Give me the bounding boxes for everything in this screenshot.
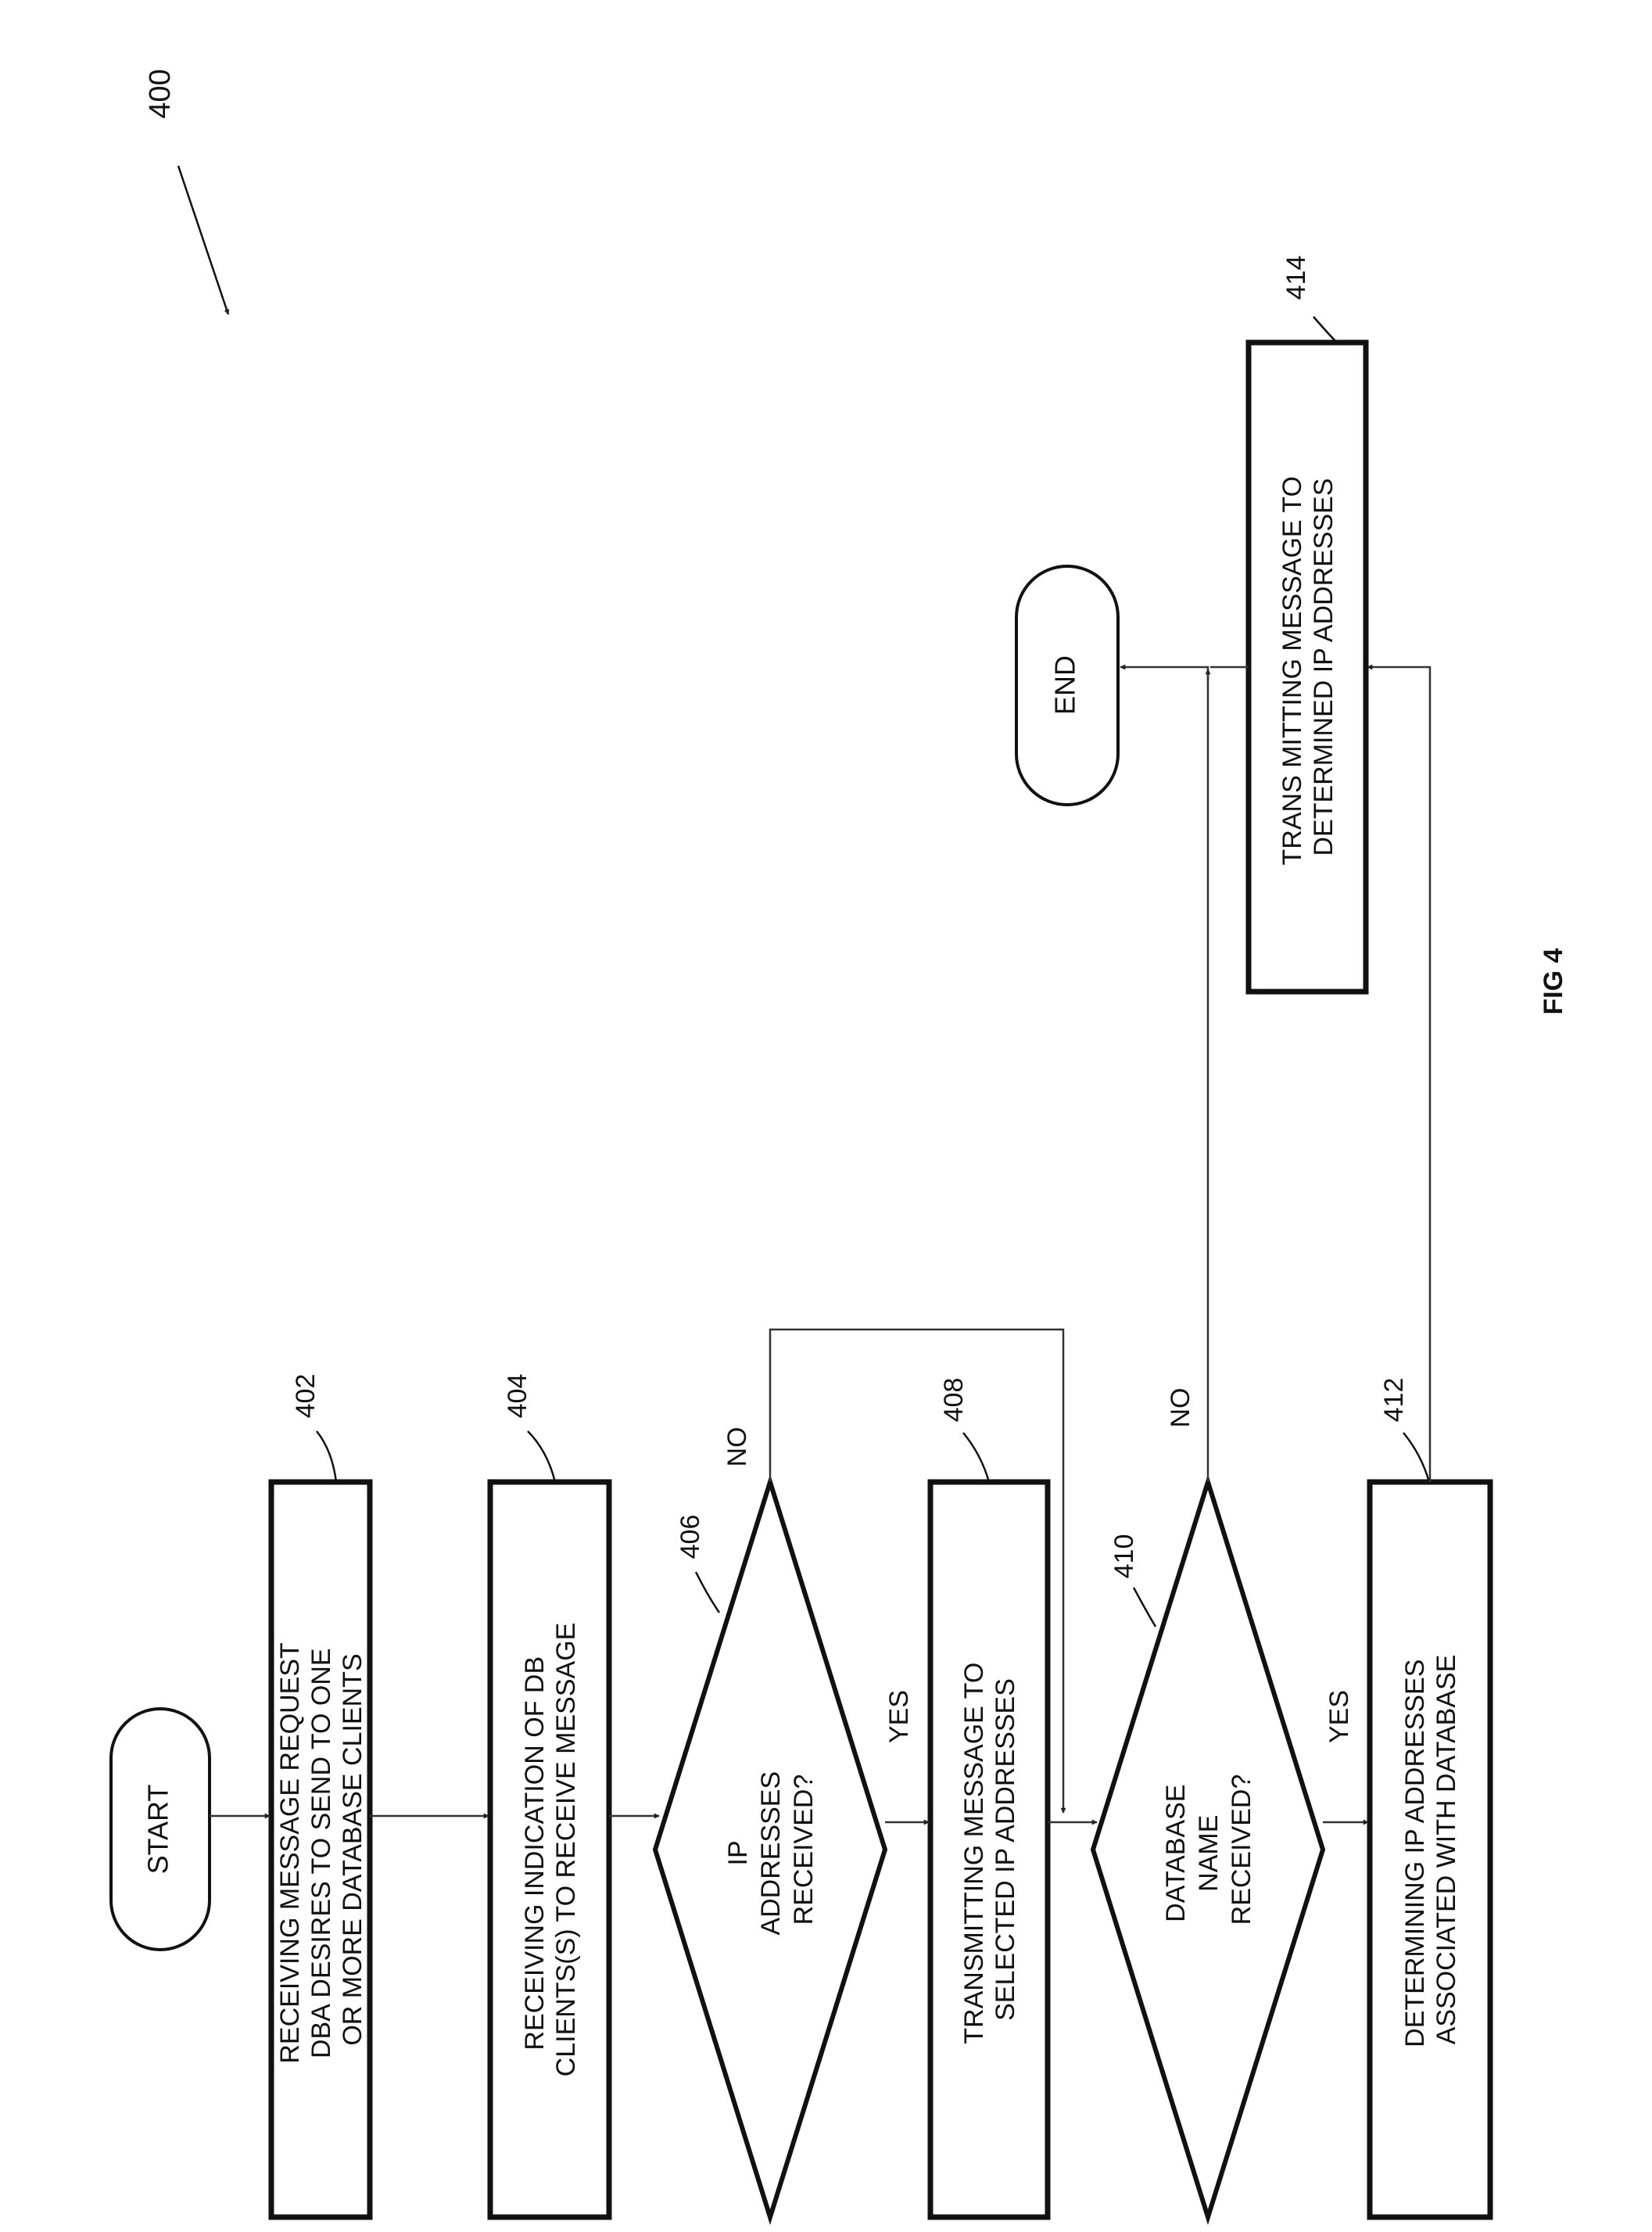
decision-410-diamond: DATABASE NAME RECEIVED? [1090,1473,1326,2226]
step-414-line-1: TRANS MITTING MESSAGE TO [1278,476,1307,865]
svg-text:TRANSMITTING MESSAGE TO: TRANSMITTING MESSAGE TO SELECTED IP ADDR… [959,1655,1020,2044]
svg-text:TRANS MITTING MESSAGE TO: TRANS MITTING MESSAGE TO DETERMINED IP A… [1278,469,1338,866]
step-414-ref: 414 [1281,256,1311,300]
start-label: START [142,1785,174,1875]
step-414-ref-leader [1313,316,1338,343]
decision-410-ref: 410 [1109,1534,1139,1579]
connector-412-to-414 [1367,664,1432,1482]
decision-406-yes-label: YES [884,1690,914,1743]
decision-406-line-1: IP [723,1841,753,1866]
step-404-ref-leader [527,1430,557,1483]
end-terminal: END [1015,565,1120,806]
decision-410-line-3: RECEIVED? [1227,1774,1256,1925]
figure-pointer-arrow [177,165,230,315]
connector-406-no-to-410 [769,1328,1066,1814]
svg-text:RECEIVING INDICATION OF DB: RECEIVING INDICATION OF DB CLIENTS(S) TO… [520,1623,581,2077]
step-408-ref: 408 [939,1378,969,1423]
connector-410-no-to-end [1120,664,1209,1482]
step-402-ref: 402 [291,1374,321,1419]
step-412-line-1: DETERMINING IP ADDRESSES [1400,1660,1430,2047]
step-412-ref-leader [1403,1432,1431,1483]
step-404-line-2: CLIENTS(S) TO RECEIVE MESSAGE [551,1623,581,2077]
step-408-ref-leader [962,1432,991,1483]
step-412-box: DETERMINING IP ADDRESSES ASSOCIATED WITH… [1367,1479,1493,2220]
step-402-line-3: OR MORE DATABASE CLIENTS [338,1653,367,2045]
decision-410-no-label: NO [1166,1388,1195,1428]
figure-number-label: 400 [144,69,177,118]
step-402-ref-leader [316,1430,338,1483]
decision-406-line-3: RECEIVED? [789,1774,819,1925]
step-404-box: RECEIVING INDICATION OF DB CLIENTS(S) TO… [487,1479,612,2220]
step-408-line-1: TRANSMITTING MESSAGE TO [959,1663,989,2044]
end-label: END [1049,655,1081,715]
decision-406-no-label: NO [722,1427,752,1467]
decision-410-yes-label: YES [1324,1690,1354,1743]
svg-text:RECEIVING MESSAGE REQUEST: RECEIVING MESSAGE REQUEST DBA DESIRES TO… [275,1635,367,2063]
step-414-line-2: DETERMINED IP ADDRESSES [1309,478,1338,856]
step-412-ref: 412 [1379,1378,1409,1423]
step-412-line-2: ASSOCIATED WITH DATABASE [1432,1655,1461,2045]
step-414-box: TRANS MITTING MESSAGE TO DETERMINED IP A… [1245,339,1369,995]
step-408-box: TRANSMITTING MESSAGE TO SELECTED IP ADDR… [927,1479,1051,2220]
start-terminal: START [109,1707,211,1951]
svg-text:IP ADDRESSES RECEI: IP ADDRESSES RECEIVED? [723,1764,819,1935]
step-402-line-1: RECEIVING MESSAGE REQUEST [275,1643,305,2064]
figure-caption: FIG 4 [1539,948,1568,1014]
decision-406-ref-leader [694,1571,721,1613]
decision-406-diamond: IP ADDRESSES RECEIVED? [652,1473,888,2226]
decision-406-ref: 406 [675,1515,705,1559]
decision-410-line-1: DATABASE [1161,1785,1191,1922]
svg-text:DATABASE NAME RECE: DATABASE NAME RECEIVED? [1161,1774,1256,1925]
decision-410-ref-leader [1132,1587,1157,1627]
step-404-line-1: RECEIVING INDICATION OF DB [520,1656,550,2051]
step-408-line-2: SELECTED IP ADDRESSES [991,1678,1020,2021]
step-402-box: RECEIVING MESSAGE REQUEST DBA DESIRES TO… [268,1479,373,2220]
step-402-line-2: DBA DESIRES TO SEND TO ONE [306,1648,336,2058]
decision-406-line-2: ADDRESSES [756,1771,786,1936]
decision-410-line-2: NAME [1194,1815,1224,1892]
svg-text:DETERMINING IP ADDRESSES: DETERMINING IP ADDRESSES ASSOCIATED WITH… [1400,1652,1461,2047]
step-404-ref: 404 [503,1374,532,1419]
